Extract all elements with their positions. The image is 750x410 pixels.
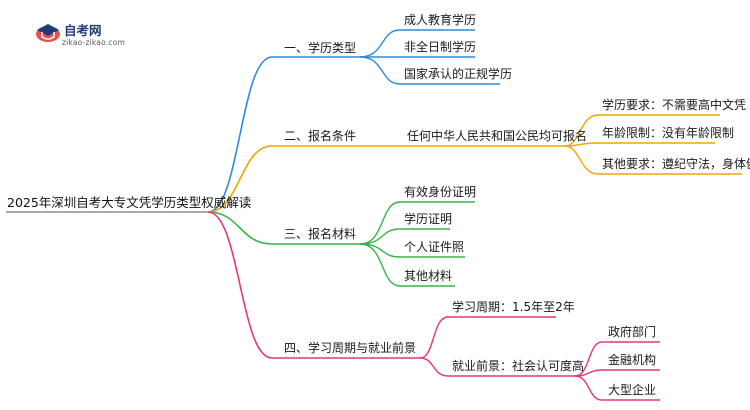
node-education-proof[interactable]: 学历证明 <box>404 212 453 226</box>
connector-b1-c3 <box>359 56 401 85</box>
node-career-prospects[interactable]: 就业前景：社会认可度高 <box>452 359 585 373</box>
node-finance[interactable]: 金融机构 <box>608 353 657 367</box>
node-study-period[interactable]: 学习周期：1.5年至2年 <box>452 300 575 314</box>
connector-b3-c3 <box>359 243 401 258</box>
branch-education-types[interactable]: 一、学历类型 <box>284 41 357 55</box>
connector-b3-c1 <box>359 201 401 245</box>
connector-b4-c2 <box>419 357 449 377</box>
node-age-limit[interactable]: 年龄限制：没有年龄限制 <box>602 126 735 140</box>
root-topic[interactable]: 2025年深圳自考大专文凭学历类型权威解读 <box>7 195 252 210</box>
connector-branch-1 <box>207 56 273 213</box>
connector-b2-c1 <box>564 114 599 147</box>
connector-b3-c4 <box>359 243 401 287</box>
branch-materials[interactable]: 三、报名材料 <box>284 227 357 241</box>
node-any-citizen[interactable]: 任何中华人民共和国公民均可报名 <box>407 129 588 143</box>
node-other-requirements[interactable]: 其他要求：遵纪守法，身体健康 <box>602 157 750 171</box>
node-government[interactable]: 政府部门 <box>608 325 657 339</box>
node-large-enterprise[interactable]: 大型企业 <box>608 383 657 397</box>
node-id-proof[interactable]: 有效身份证明 <box>404 185 477 199</box>
connector-b2-c3 <box>564 145 599 175</box>
node-adult-education[interactable]: 成人教育学历 <box>404 13 477 27</box>
site-logo[interactable]: 自考网 zikao-zikao.com <box>34 18 144 48</box>
connector-b3-c2 <box>359 228 401 245</box>
node-recognized-degree[interactable]: 国家承认的正规学历 <box>404 67 513 81</box>
graduation-cap-icon <box>36 24 60 42</box>
node-other-materials[interactable]: 其他材料 <box>404 269 453 283</box>
logo-title: 自考网 <box>64 23 102 38</box>
connector-branch-2 <box>207 145 273 213</box>
node-part-time[interactable]: 非全日制学历 <box>404 40 477 54</box>
branch-requirements[interactable]: 二、报名条件 <box>284 129 357 143</box>
connector-b4-g3 <box>574 375 603 401</box>
connector-branch-3 <box>207 211 273 245</box>
node-id-photo[interactable]: 个人证件照 <box>404 240 465 254</box>
connector-b1-c1 <box>359 29 401 58</box>
node-education-requirement[interactable]: 学历要求：不需要高中文凭 <box>602 98 747 112</box>
connector-branch-4 <box>207 211 273 359</box>
connector-b4-g1 <box>574 341 603 377</box>
logo-subtitle: zikao-zikao.com <box>62 38 125 47</box>
branch-study-and-career[interactable]: 四、学习周期与就业前景 <box>284 341 417 355</box>
connector-b4-c1 <box>419 316 449 359</box>
